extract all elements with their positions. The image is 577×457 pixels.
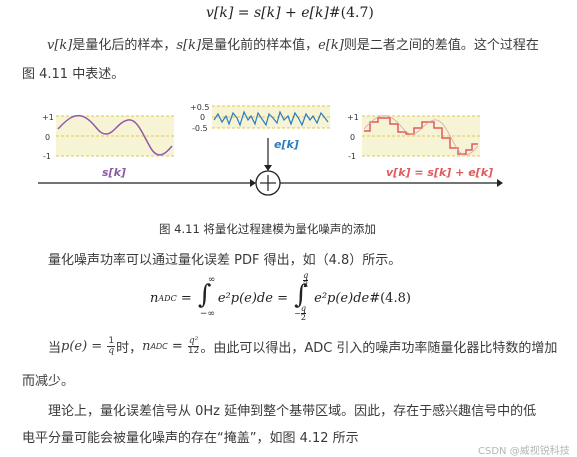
integral-2: ∫ q 2 − q 2 xyxy=(292,272,314,322)
figure-caption: 图 4.11 将量化过程建模为量化噪声的添加 xyxy=(159,222,376,236)
eq-equals: = xyxy=(233,5,254,21)
symbol-s: s[k] xyxy=(176,38,202,53)
paragraph-4-line-2: 电平分量可能会被量化噪声的存在“掩盖”，如图 4.12 所示 xyxy=(22,431,359,446)
integral-1: ∫ ∞ −∞ xyxy=(196,275,218,320)
paragraph-1-line-1: v[k]是量化后的样本，s[k]是量化前的样本值，e[k]则是二者之间的差值。这… xyxy=(47,34,539,53)
eq-equals: = xyxy=(176,290,196,306)
integral-lower-limit: − q 2 xyxy=(294,304,306,322)
output-panel: +1 0 -1 xyxy=(347,113,480,161)
symbol-n: n xyxy=(142,339,151,354)
tick-label: +1 xyxy=(347,113,359,122)
tick-label: 0 xyxy=(45,133,50,142)
watermark: CSDN @威视锐科技 xyxy=(478,446,570,457)
integral-upper-limit: q 2 xyxy=(303,271,309,289)
panel-background xyxy=(362,116,480,156)
arrow-head xyxy=(264,165,272,171)
arrow-head xyxy=(250,179,256,187)
tick-label: -1 xyxy=(43,152,51,161)
text-segment: 是量化后的样本， xyxy=(72,38,177,53)
eq-n: n xyxy=(150,290,159,306)
output-underlying-signal xyxy=(363,115,479,156)
noise-panel: +0.5 0 -0.5 xyxy=(190,103,330,133)
input-signal-waveform xyxy=(57,114,173,156)
tick-label: 0 xyxy=(200,113,205,122)
eq-lhs: v[k] xyxy=(206,5,234,21)
integral-lower-limit: −∞ xyxy=(199,309,215,319)
figure-4-11: +1 0 -1 +0.5 0 -0.5 +1 0 -1 s[k] e[k] v[… xyxy=(38,103,503,196)
condition: p(e) = xyxy=(61,339,107,354)
eq-tag: #(4.8) xyxy=(369,290,411,306)
noise-waveform xyxy=(213,110,329,127)
text-segment: 则是二者之间的差值。这个过程在 xyxy=(343,38,539,53)
eq-equals-2: = xyxy=(272,290,293,306)
paragraph-3-line-2: 而减少。 xyxy=(22,374,75,389)
eq-rhs: s[k] + e[k] xyxy=(253,5,329,21)
paragraph-2: 量化噪声功率可以通过量化误差 PDF 得出，如（4.8）所示。 xyxy=(48,253,402,268)
integrand: e²p(e)de xyxy=(314,290,370,306)
text-segment: 是量化前的样本值， xyxy=(201,38,319,53)
tick-label: -1 xyxy=(348,152,356,161)
output-label: v[k] = s[k] + e[k] xyxy=(386,166,493,179)
paragraph-1-line-2: 图 4.11 中表述。 xyxy=(22,67,125,82)
input-signal-panel: +1 0 -1 xyxy=(42,113,174,161)
eq-n-subscript: ADC xyxy=(158,293,177,303)
integral-upper-limit: ∞ xyxy=(207,275,216,285)
equation-4-7: v[k] = s[k] + e[k]#(4.7) xyxy=(206,5,374,21)
eq-tag: #(4.7) xyxy=(328,5,374,21)
symbol-e: e[k] xyxy=(318,38,344,53)
tick-label: -0.5 xyxy=(192,124,208,133)
arrow-head xyxy=(497,179,503,187)
paragraph-4-line-1: 理论上，量化误差信号从 0Hz 延伸到整个基带区域。因此，存在于感兴趣信号中的低 xyxy=(48,404,537,419)
tick-label: +0.5 xyxy=(190,103,209,112)
panel-background xyxy=(56,116,174,156)
integral-sign: ∫ xyxy=(197,280,212,310)
integrand: e²p(e)de xyxy=(217,290,273,306)
noise-label: e[k] xyxy=(274,138,299,151)
symbol-v: v[k] xyxy=(47,38,73,53)
input-label: s[k] xyxy=(102,166,126,179)
tick-label: 0 xyxy=(350,133,355,142)
integral-sign: ∫ xyxy=(294,280,308,310)
tick-label: +1 xyxy=(42,113,54,122)
